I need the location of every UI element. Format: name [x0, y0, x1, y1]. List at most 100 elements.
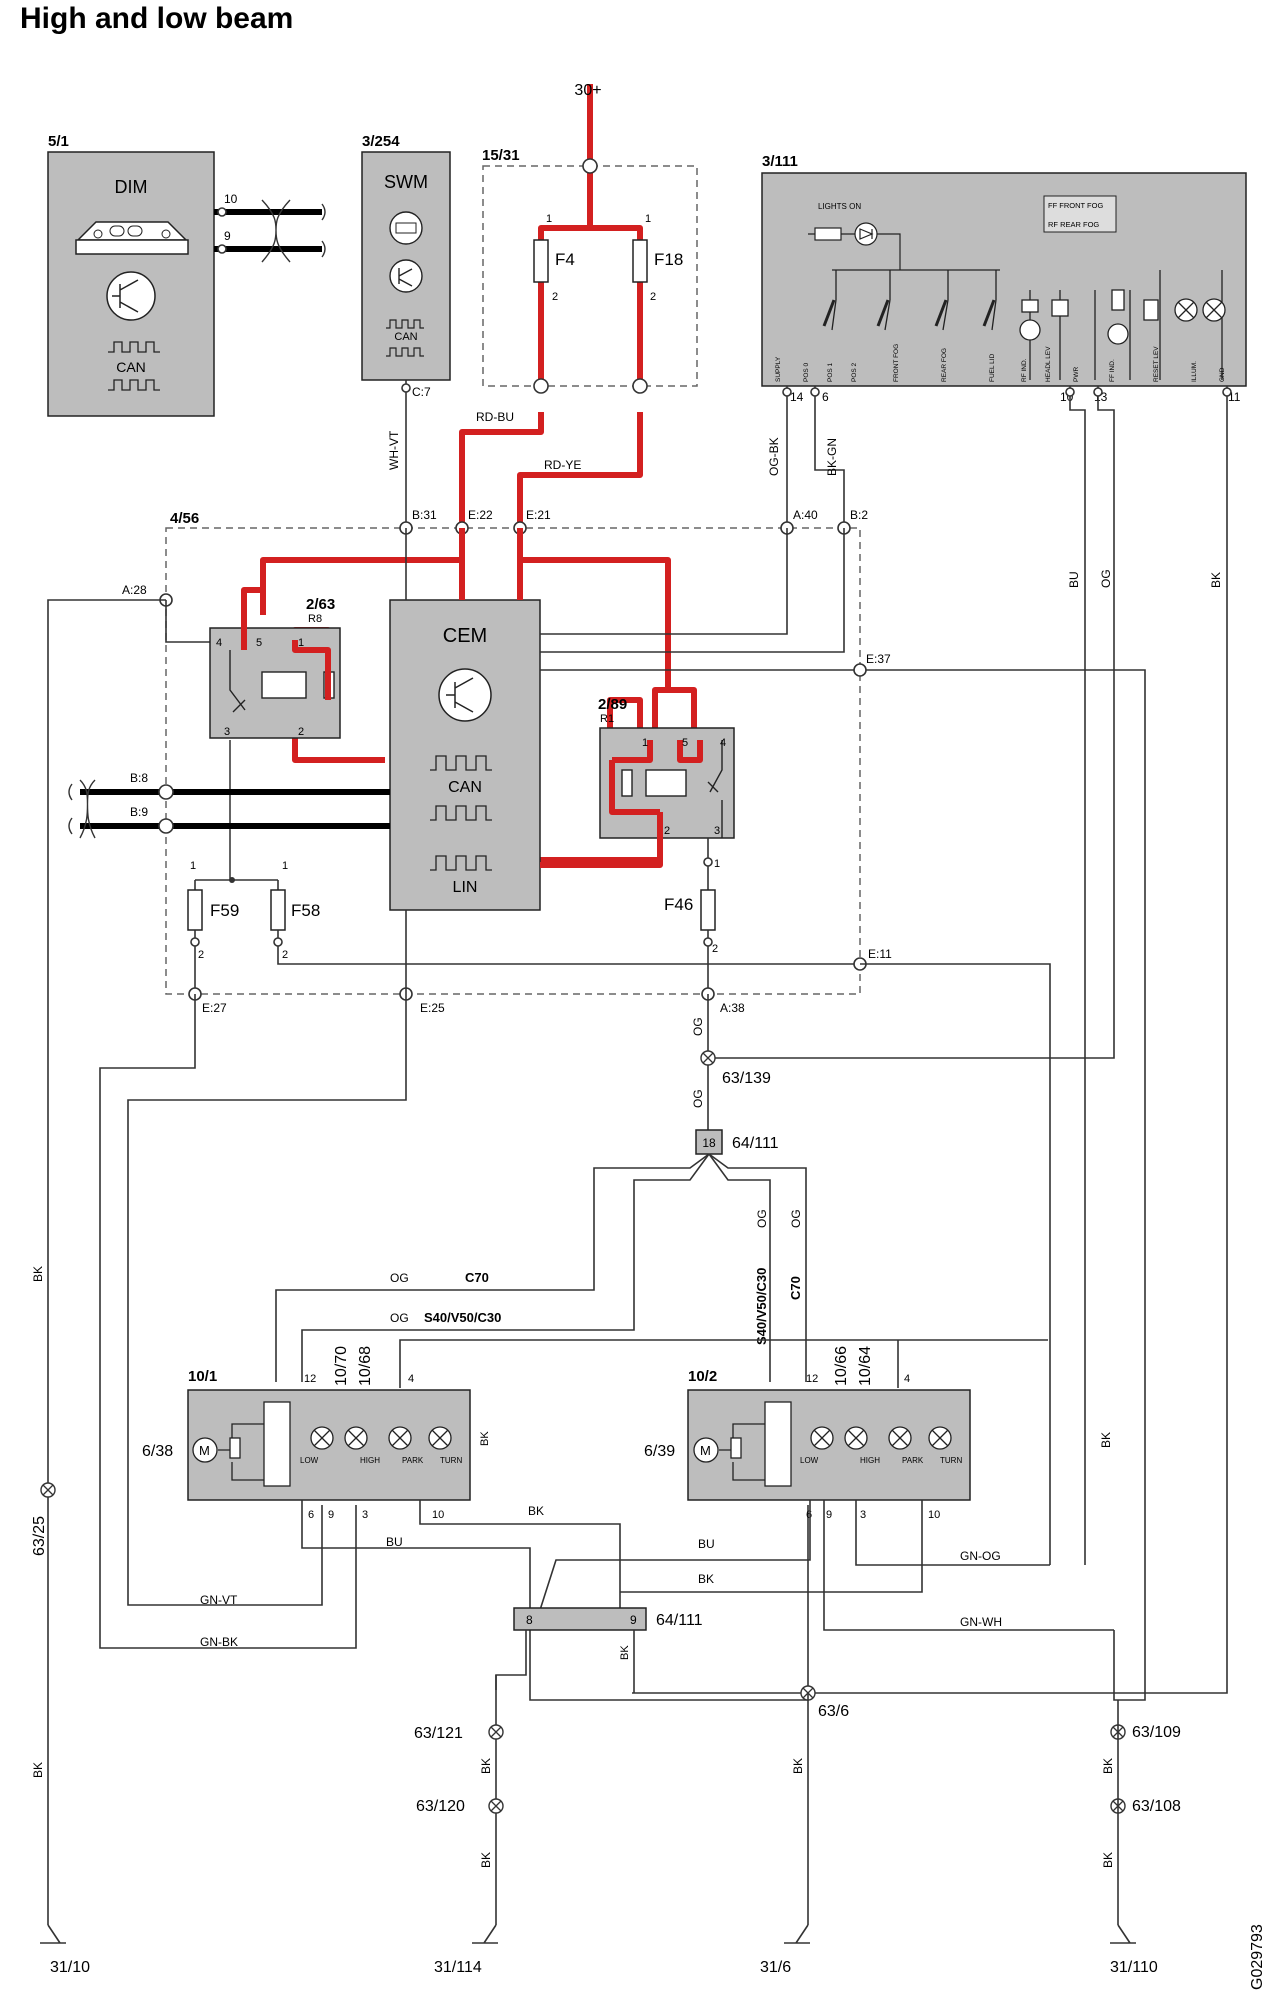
headlamp-left-pin-9: 9: [328, 1509, 334, 1521]
f18-pin-2: 2: [650, 291, 656, 303]
connector-64-111-top-label: 64/111: [732, 1135, 779, 1152]
f46-pin-1: 1: [714, 858, 720, 870]
fuse-f46-label: F46: [664, 895, 693, 914]
lights-on-indicator-icon: [808, 222, 901, 270]
fuse-f18: [632, 239, 648, 283]
dim-can-label: CAN: [116, 359, 146, 375]
switch-pin-6: 6: [822, 390, 829, 404]
supply-label: 30+: [574, 82, 601, 99]
splice-63-121-label: 63/121: [414, 1725, 463, 1742]
swm-can-icon: [386, 319, 424, 357]
wire-label-og-s40-left: OG: [390, 1311, 409, 1325]
conn-e21: E:21: [526, 508, 551, 522]
swm-can-label: CAN: [394, 331, 417, 343]
wire-label-bk-1110: BK: [1099, 1432, 1113, 1448]
wire-label-og-c70-right: OG: [789, 1209, 803, 1228]
col-pos0: POS 0: [803, 362, 810, 382]
conn-e37: E:37: [866, 652, 891, 666]
splice-63-25: [40, 1482, 56, 1498]
switch-pin-14: 14: [790, 390, 804, 404]
headlamp-left-pin-12: 12: [304, 1373, 316, 1385]
switch-contacts-icon: [822, 269, 1226, 380]
headlamp-right-bulbs-icon: [810, 1426, 952, 1450]
page-title: High and low beam: [20, 2, 293, 35]
cem-module: [389, 599, 541, 911]
headlamp-left-high: HIGH: [360, 1456, 380, 1465]
headlamp-left-pin-10: 10: [432, 1509, 444, 1521]
headlamp-left-label-1070: 10/70: [333, 1346, 350, 1386]
relay-r8-ref: 2/63: [306, 596, 335, 613]
wire-label-s40-right: S40/V50/C30: [754, 1268, 769, 1345]
can-bus-top: [214, 199, 326, 263]
relay-r1-coil-icon: [621, 740, 723, 838]
f59-pin-1: 1: [190, 860, 196, 872]
headlamp-right-pin-10: 10: [928, 1509, 940, 1521]
headlamp-left-ref: 10/1: [188, 1368, 217, 1385]
conn-a28: A:28: [122, 583, 147, 597]
conn-b9: B:9: [130, 805, 148, 819]
wire-label-rd-ye: RD-YE: [544, 458, 581, 472]
f46-pin-2: 2: [712, 943, 718, 955]
connector-64-111-bottom-pin-8: 8: [526, 1613, 533, 1627]
relay-r1-pin-2: 2: [664, 825, 670, 837]
col-headl-lev: HEADL LEV: [1045, 346, 1052, 382]
wire-label-bu-left: BU: [386, 1535, 403, 1549]
splice-63-139-label: 63/139: [722, 1070, 771, 1087]
dim-pin-9: 9: [224, 229, 231, 243]
wire-label-og-s40-right: OG: [755, 1209, 769, 1228]
headlamp-right-label-1066: 10/66: [833, 1346, 850, 1386]
headlamp-right-motor-icon: M: [693, 1401, 792, 1487]
col-pwr: PWR: [1073, 367, 1080, 382]
cem-lin-label: LIN: [453, 879, 478, 896]
wire-label-bk-31-110a: BK: [1101, 1758, 1115, 1774]
f58-pin-1: 1: [282, 860, 288, 872]
relay-r1-pin-5: 5: [682, 737, 688, 749]
wire-label-bk-31-110b: BK: [1101, 1852, 1115, 1868]
relay-r1-pin-4: 4: [720, 737, 726, 749]
splice-63-25-label: 63/25: [31, 1516, 48, 1556]
fuse-f59: [187, 889, 203, 931]
cem-can-label: CAN: [448, 779, 482, 796]
col-ff-ind: FF IND.: [1109, 359, 1116, 382]
splice-63-109-label: 63/109: [1132, 1724, 1181, 1741]
wire-label-s40-left: S40/V50/C30: [424, 1310, 501, 1325]
conn-a40: A:40: [793, 508, 818, 522]
headlamp-left-bk: BK: [479, 1431, 491, 1446]
wire-label-bk-pin9: BK: [619, 1645, 631, 1660]
swm-transistor-icon: [389, 259, 423, 293]
f59-pin-2: 2: [198, 949, 204, 961]
wire-label-og-c70-left: OG: [390, 1271, 409, 1285]
splice-63-120: [488, 1798, 504, 1814]
wire-label-bk-right2: BK: [698, 1572, 714, 1586]
legend-ff: FF FRONT FOG: [1048, 201, 1103, 210]
relay-r8-pin-3: 3: [224, 726, 230, 738]
f4-pin-2: 2: [552, 291, 558, 303]
ground-31-10: 31/10: [50, 1959, 90, 1976]
col-pos1: POS 1: [827, 362, 834, 382]
headlamp-right-low: LOW: [800, 1456, 819, 1465]
wire-label-c70-right: C70: [788, 1276, 803, 1300]
wire-label-bk-mid: BK: [528, 1504, 544, 1518]
cem-box-outline: [165, 527, 861, 995]
fuse-f58: [270, 889, 286, 931]
fusebox-ref: 15/31: [482, 147, 520, 164]
headlamp-left-bulbs-icon: [310, 1426, 452, 1450]
fuse-f58-label: F58: [291, 901, 320, 920]
headlamp-left-pin-6: 6: [308, 1509, 314, 1521]
wire-label-bk-left: BK: [31, 1266, 45, 1282]
headlamp-right-high: HIGH: [860, 1456, 880, 1465]
swm-pin-c7: C:7: [412, 385, 431, 399]
can-bus-middle: [68, 779, 390, 839]
wire-label-bk-right: BK: [1209, 572, 1223, 588]
light-switch-module: [761, 172, 1247, 387]
conn-e25: E:25: [420, 1001, 445, 1015]
headlamp-right-motor-label: 6/39: [644, 1443, 675, 1460]
cem-transistor-icon: [438, 668, 492, 722]
switch-ref: 3/111: [762, 153, 798, 170]
swm-name: SWM: [384, 172, 428, 192]
ground-31-6: 31/6: [760, 1959, 791, 1976]
headlamp-right-pin-9: 9: [826, 1509, 832, 1521]
connector-64-111-top: [695, 1129, 723, 1155]
figure-id: G029793: [1249, 1924, 1266, 1990]
connector-64-111-top-pin: 18: [702, 1136, 716, 1150]
